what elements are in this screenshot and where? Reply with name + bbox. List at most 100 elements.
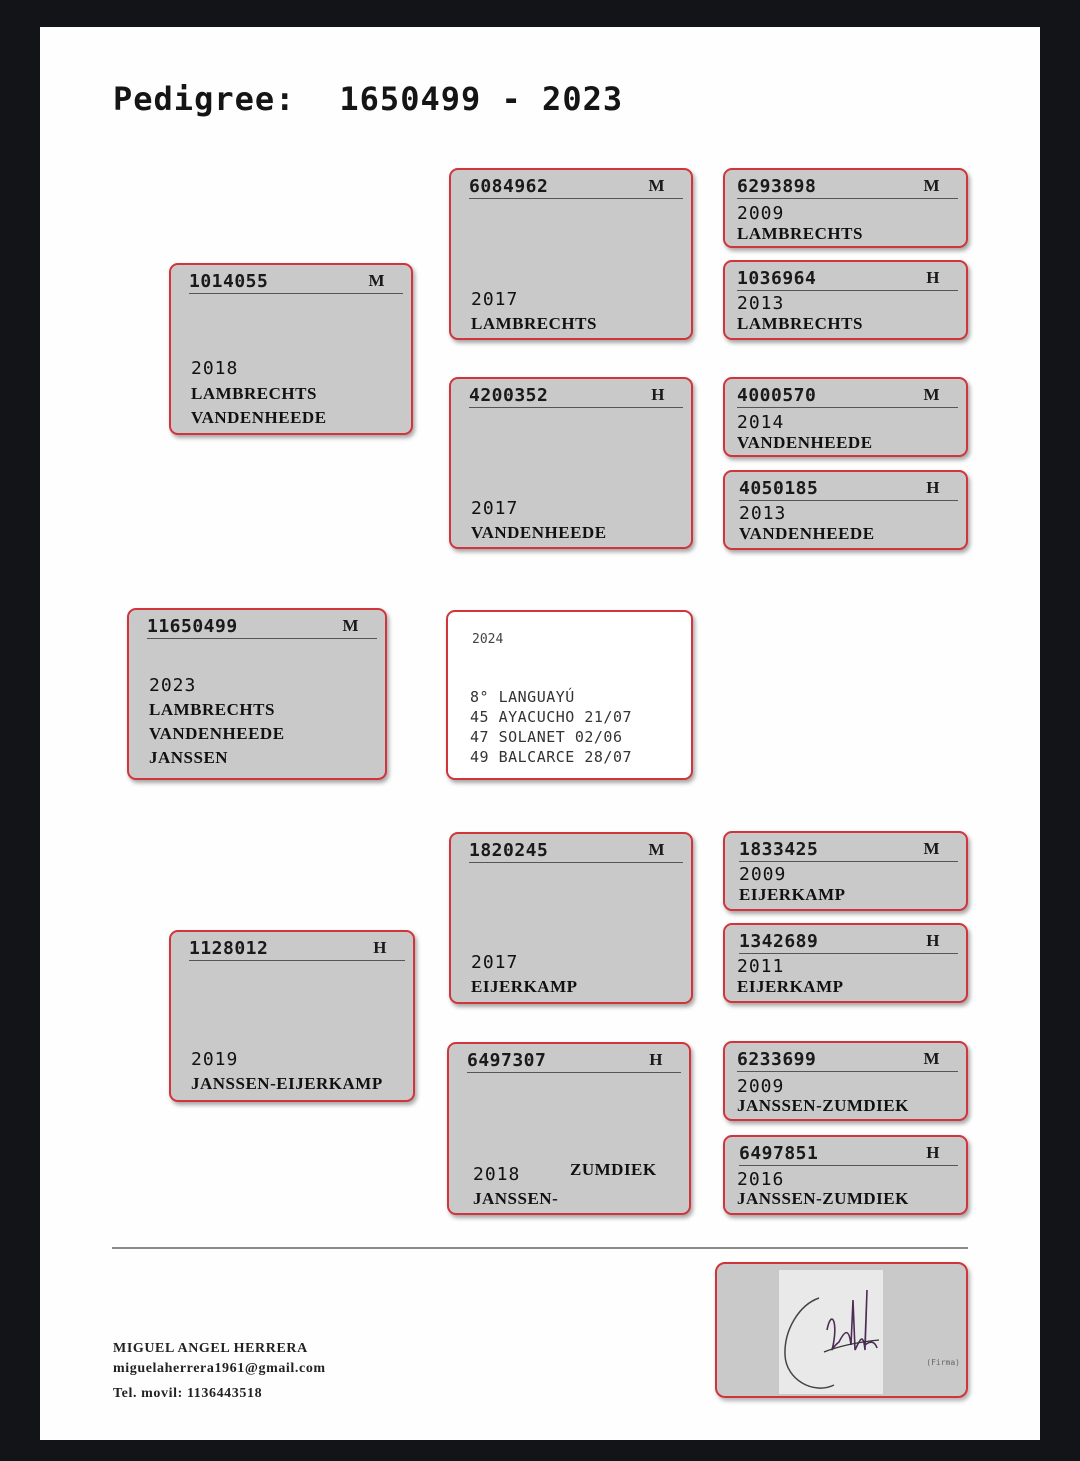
dam-id: 1128012 [189, 938, 269, 959]
card-header: 6233699 M [737, 1049, 958, 1072]
dam-header: 1128012 H [189, 938, 405, 961]
grandparent-line: EIJERKAMP [471, 977, 578, 996]
ggp-sex: H [926, 478, 940, 497]
card-header: 4200352 H [469, 385, 683, 408]
ggp-sex: H [926, 268, 940, 287]
owner-phone: Tel. movil: 1136443518 [113, 1386, 263, 1401]
grandparent-line: VANDENHEEDE [471, 523, 607, 542]
sire-line: LAMBRECHTS [191, 384, 317, 403]
footer-divider [112, 1247, 968, 1249]
subject-sex: M [342, 616, 359, 635]
race-result: 8° LANGUAYÚ [470, 688, 575, 706]
owner-name: MIGUEL ANGEL HERRERA [113, 1341, 308, 1356]
ggp-line: LAMBRECHTS [737, 314, 863, 333]
grandparent-sex: H [649, 1050, 663, 1069]
ggp-line: JANSSEN-ZUMDIEK [737, 1189, 909, 1208]
ggp-sex: M [923, 1049, 940, 1068]
race-results-card: 2024 8° LANGUAYÚ 45 AYACUCHO 21/07 47 SO… [446, 610, 693, 780]
grandparent-id: 1820245 [469, 840, 549, 861]
grandparent-id: 6084962 [469, 176, 549, 197]
ggp-sex: M [923, 839, 940, 858]
card-header: 1820245 M [469, 840, 683, 863]
signature-box: (Firma) [715, 1262, 968, 1398]
ggp-card: 6497851 H 2016 JANSSEN-ZUMDIEK [723, 1135, 968, 1215]
ggp-line: VANDENHEEDE [737, 433, 873, 452]
dam-year: 2019 [191, 1049, 239, 1070]
subject-line: LAMBRECHTS [149, 700, 275, 719]
race-year: 2024 [472, 632, 504, 647]
ggp-year: 2009 [739, 864, 787, 885]
ggp-year: 2013 [739, 503, 787, 524]
ggp-id: 6293898 [737, 176, 817, 197]
ggp-line: VANDENHEEDE [739, 524, 875, 543]
card-header: 4050185 H [739, 478, 958, 501]
ggp-id: 1833425 [739, 839, 819, 860]
grandparent-line: JANSSEN- [473, 1189, 559, 1208]
ggp-card: 4050185 H 2013 VANDENHEEDE [723, 470, 968, 550]
ggp-id: 6233699 [737, 1049, 817, 1070]
ggp-sex: H [926, 931, 940, 950]
ggp-id: 1342689 [739, 931, 819, 952]
ggp-year: 2009 [737, 1076, 785, 1097]
grandparent-line: LAMBRECHTS [471, 314, 597, 333]
grandparent-year: 2017 [471, 289, 519, 310]
card-header: 1833425 M [739, 839, 958, 862]
dam-card: 1128012 H 2019 JANSSEN-EIJERKAMP [169, 930, 415, 1102]
card-header: 1036964 H [737, 268, 958, 291]
card-header: 1342689 H [739, 931, 958, 954]
race-result: 49 BALCARCE 28/07 [470, 748, 633, 766]
ggp-sex: H [926, 1143, 940, 1162]
sire-year: 2018 [191, 358, 239, 379]
grandparent-year: 2017 [471, 498, 519, 519]
subject-card: 11650499 M 2023 LAMBRECHTS VANDENHEEDE JA… [127, 608, 387, 780]
title-label: Pedigree: [113, 80, 296, 118]
ggp-year: 2009 [737, 203, 785, 224]
ggp-id: 4000570 [737, 385, 817, 406]
grandsire-paternal-card: 6084962 M 2017 LAMBRECHTS [449, 168, 693, 340]
grandparent-id: 4200352 [469, 385, 549, 406]
ggp-line: EIJERKAMP [737, 977, 844, 996]
ggp-card: 4000570 M 2014 VANDENHEEDE [723, 377, 968, 457]
subject-line: JANSSEN [149, 748, 229, 767]
ggp-year: 2011 [737, 956, 785, 977]
subject-year: 2023 [149, 675, 197, 696]
granddam-paternal-card: 4200352 H 2017 VANDENHEEDE [449, 377, 693, 549]
sire-header: 1014055 M [189, 271, 403, 294]
ggp-id: 4050185 [739, 478, 819, 499]
signature-icon [784, 1289, 880, 1389]
grandparent-sex: H [651, 385, 665, 404]
sire-sex: M [368, 271, 385, 290]
dam-line: JANSSEN-EIJERKAMP [191, 1074, 383, 1093]
grandparent-year: 2017 [471, 952, 519, 973]
ggp-id: 1036964 [737, 268, 817, 289]
subject-id: 11650499 [147, 616, 238, 637]
grandparent-year: 2018 [473, 1164, 521, 1185]
dam-sex: H [373, 938, 387, 957]
subject-line: VANDENHEEDE [149, 724, 285, 743]
race-result: 45 AYACUCHO 21/07 [470, 708, 633, 726]
ggp-year: 2014 [737, 412, 785, 433]
card-header: 4000570 M [737, 385, 958, 408]
ggp-line: LAMBRECHTS [737, 224, 863, 243]
sire-card: 1014055 M 2018 LAMBRECHTS VANDENHEEDE [169, 263, 413, 435]
owner-email: miguelaherrera1961@gmail.com [113, 1361, 326, 1376]
title-number: 1650499 - 2023 [339, 80, 624, 118]
grandparent-sex: M [648, 840, 665, 859]
ggp-sex: M [923, 385, 940, 404]
sire-id: 1014055 [189, 271, 269, 292]
grandparent-sex: M [648, 176, 665, 195]
sire-line: VANDENHEEDE [191, 408, 327, 427]
card-header: 6084962 M [469, 176, 683, 199]
ggp-year: 2016 [737, 1169, 785, 1190]
grandsire-maternal-card: 1820245 M 2017 EIJERKAMP [449, 832, 693, 1004]
ggp-id: 6497851 [739, 1143, 819, 1164]
subject-header: 11650499 M [147, 616, 377, 639]
race-result: 47 SOLANET 02/06 [470, 728, 623, 746]
grandparent-line: ZUMDIEK [570, 1160, 657, 1179]
